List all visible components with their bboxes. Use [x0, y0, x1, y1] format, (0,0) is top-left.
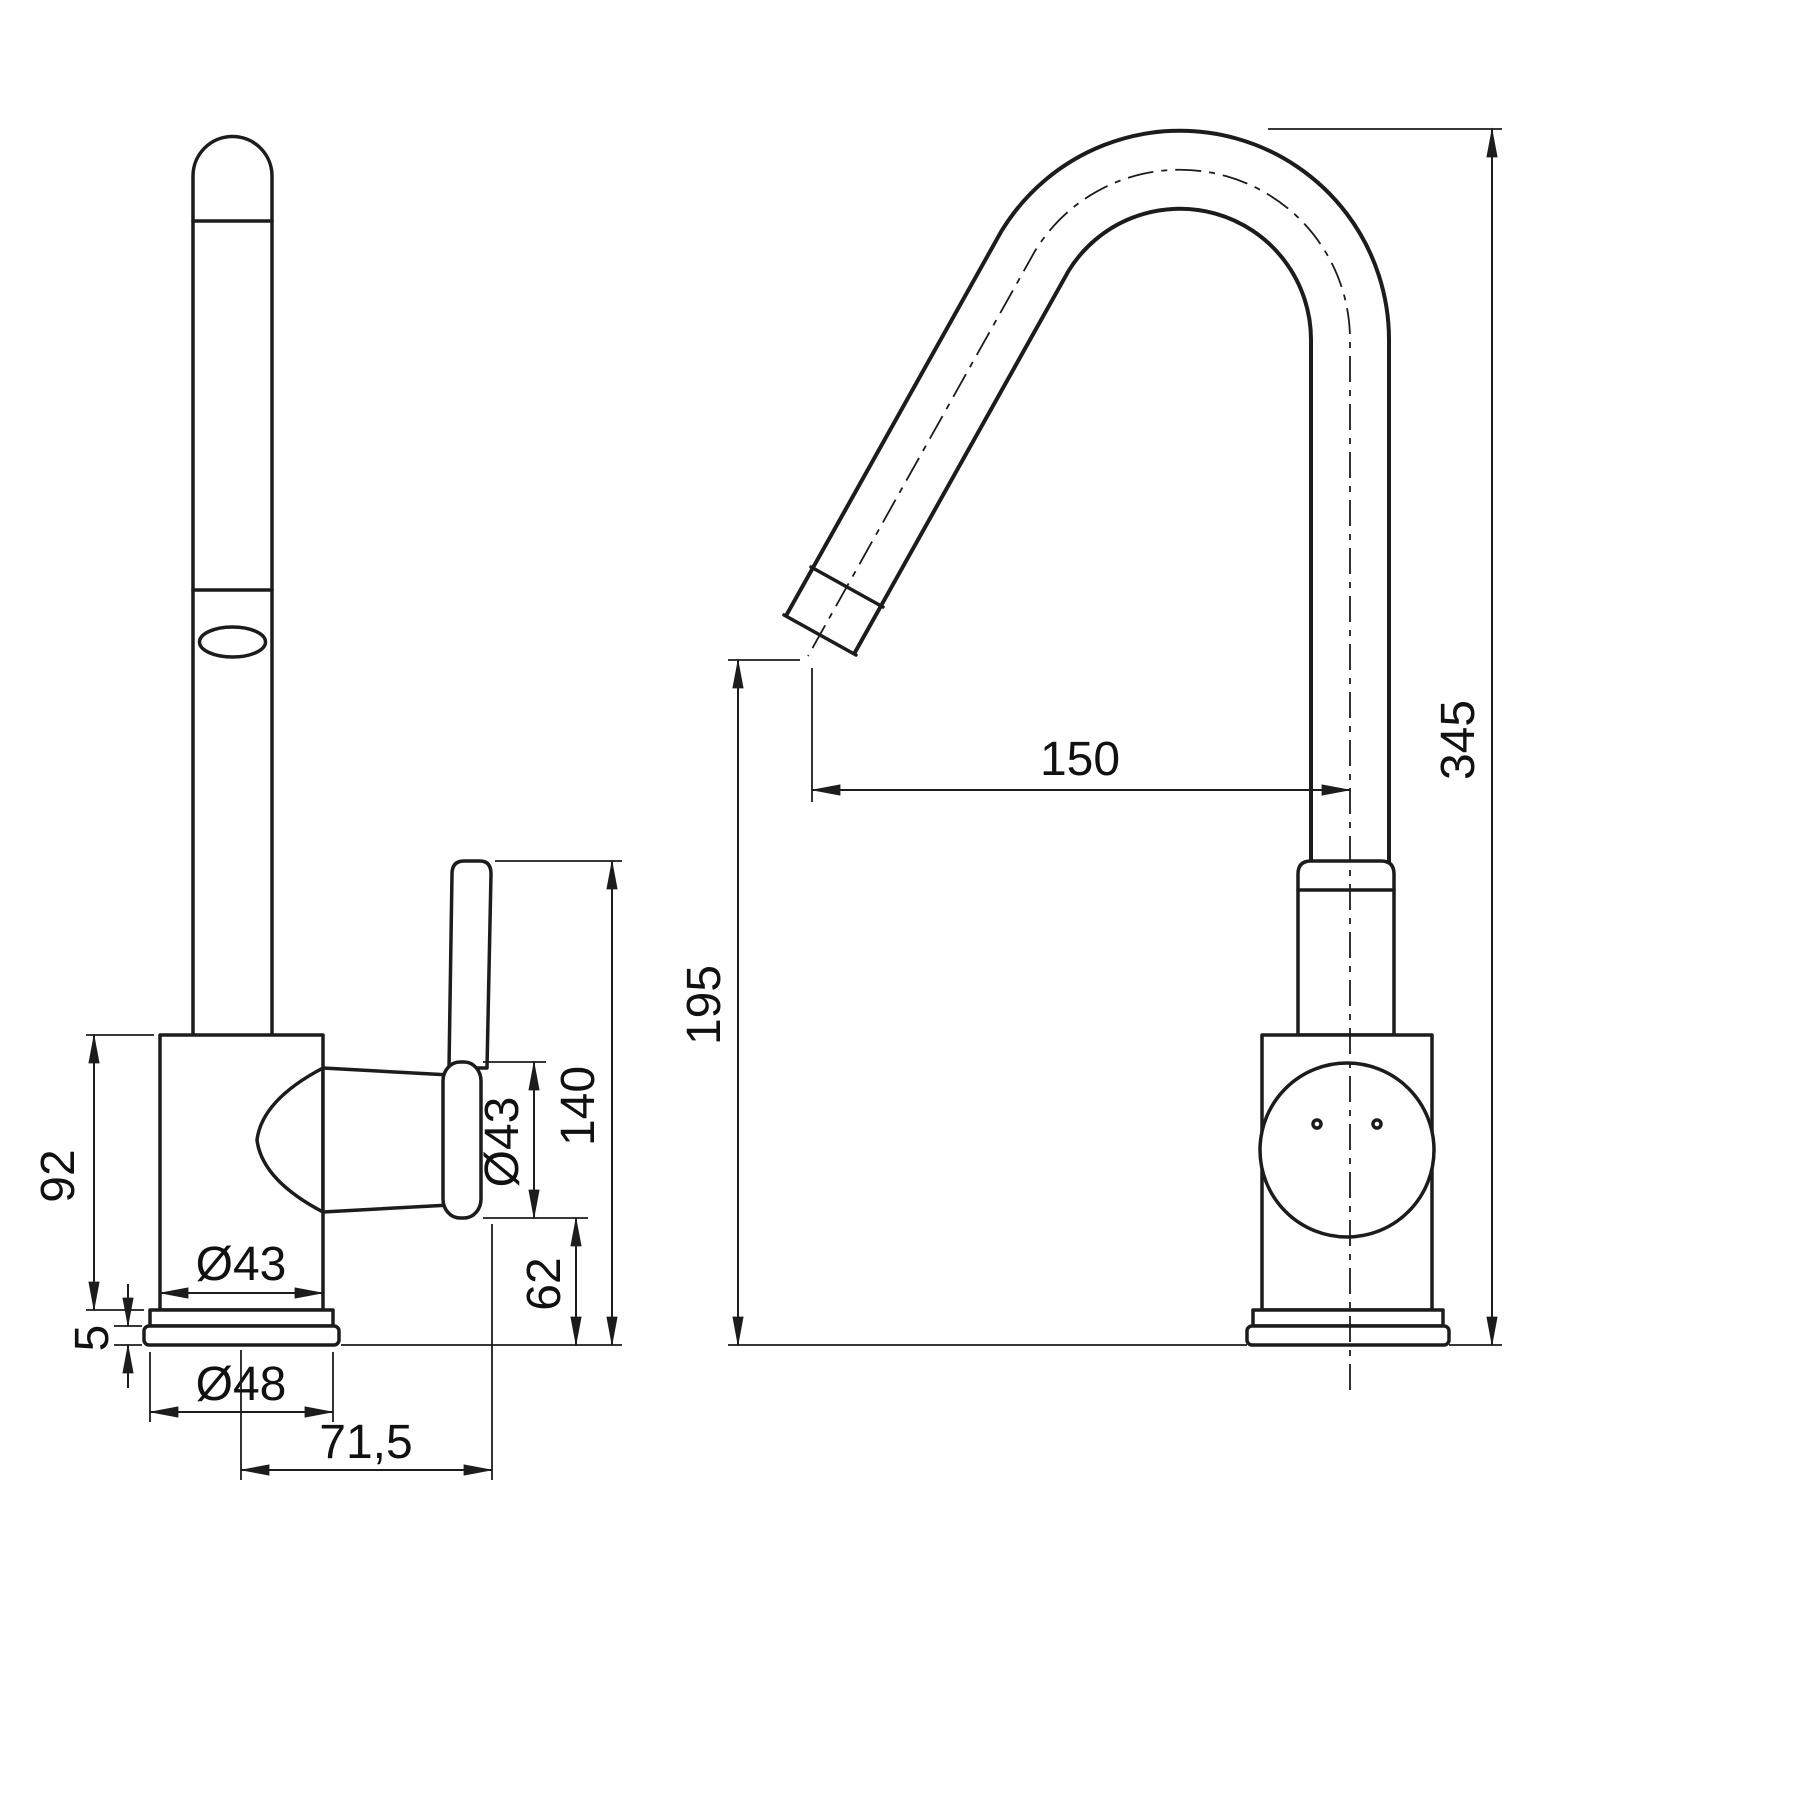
front-view [782, 128, 1451, 1390]
hub-pin-right [1371, 1118, 1383, 1130]
dim-label-overall-height: 345 [1432, 700, 1485, 780]
hub-pin-left [1311, 1118, 1323, 1130]
dim-label-handle-overall-height: 140 [552, 1066, 605, 1146]
handle-lever-side [447, 859, 493, 1070]
handle-lever-front [1296, 859, 1396, 1037]
dim-label-body-diameter: Ø43 [196, 1238, 287, 1291]
side-view-dimensions: 92 5 Ø43 Ø48 71,5 140 Ø43 62 [32, 859, 622, 1480]
dim-label-spout-reach: 150 [1040, 733, 1120, 786]
base-flange-upper-side [148, 1308, 335, 1328]
handle-hub-disc [441, 1060, 483, 1220]
dim-label-base-plate: 5 [66, 1325, 119, 1352]
dim-label-handle-diameter: Ø43 [476, 1097, 529, 1188]
front-view-dimensions: 150 195 345 [678, 127, 1502, 1347]
base-flange-lip-front [1245, 1324, 1451, 1347]
faucet-body-side [158, 1033, 325, 1312]
spout-centerline [807, 168, 1351, 1390]
dim-label-handle-hub-height: 62 [518, 1257, 571, 1310]
base-flange-upper-front [1251, 1308, 1445, 1328]
base-flange-lip-side [142, 1324, 341, 1347]
handle-hub-front [1258, 1061, 1436, 1239]
handle-cone [255, 1066, 325, 1214]
handle-cartridge [321, 1066, 452, 1214]
dim-label-handle-offset: 71,5 [319, 1416, 412, 1469]
side-view [142, 134, 493, 1347]
dim-label-body-height: 92 [32, 1149, 85, 1202]
aerator-ring [197, 625, 268, 659]
dim-label-outlet-height: 195 [678, 965, 731, 1045]
